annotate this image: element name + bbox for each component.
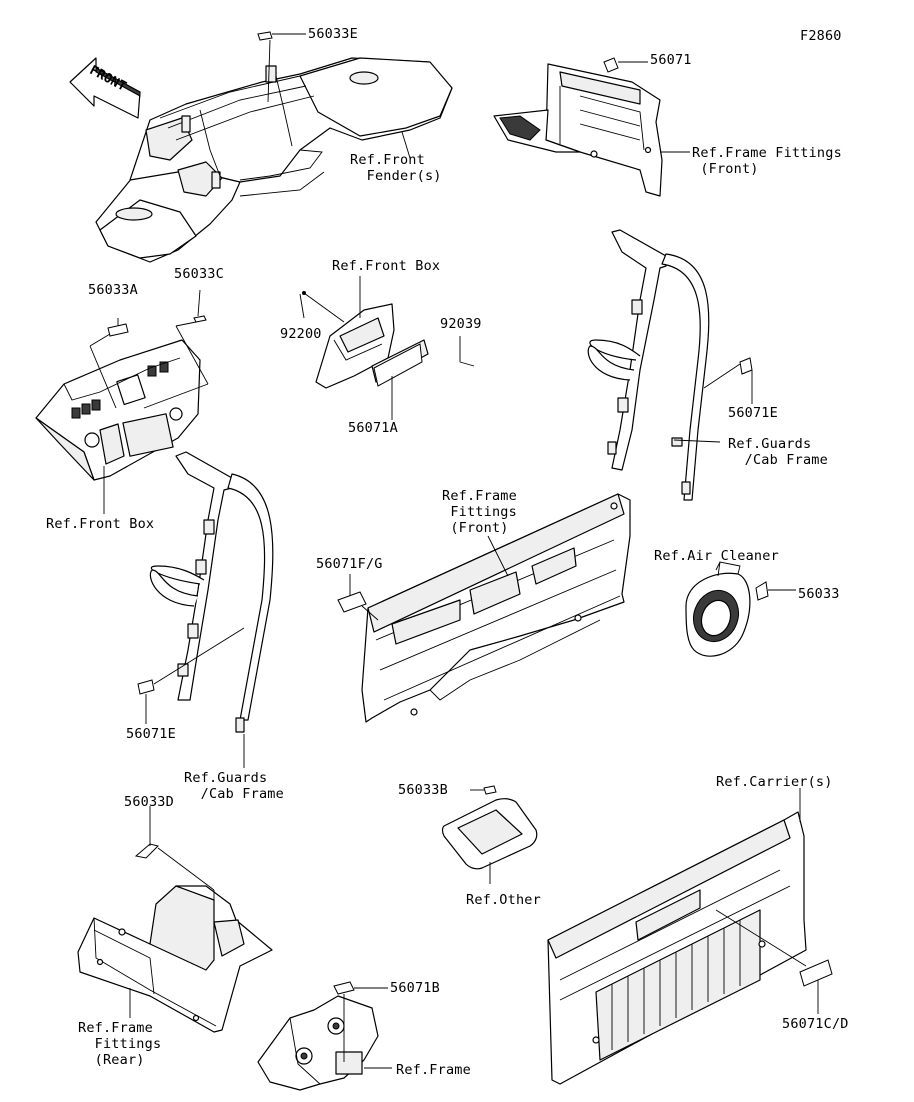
frame-fittings-rear — [77, 885, 273, 1033]
label-ref-front-fender: Ref.Front Fender(s) — [350, 152, 442, 184]
decal-56033A — [107, 323, 129, 337]
label-56071E-right: 56071E — [728, 405, 778, 421]
rops-guard-right — [587, 229, 710, 501]
carrier-tailgate — [547, 811, 807, 1085]
figure-id: F2860 — [800, 28, 842, 44]
label-ref-front-box-top: Ref.Front Box — [332, 258, 441, 274]
label-56071: 56071 — [650, 52, 692, 68]
decal-56071CD — [799, 959, 833, 987]
decal-56071FG — [337, 591, 367, 613]
decal-56033B — [483, 785, 497, 795]
label-56071E-left: 56071E — [126, 726, 176, 742]
label-ref-guards-cab-left: Ref.Guards /Cab Frame — [184, 770, 284, 802]
decal-56071B — [333, 981, 355, 995]
leader-lines — [89, 33, 819, 1069]
label-56033: 56033 — [798, 586, 840, 602]
label-ref-frame-fittings-front-top: Ref.Frame Fittings (Front) — [692, 145, 842, 177]
label-56071FG: 56071F/G — [316, 556, 383, 572]
decal-56071E-right — [739, 357, 753, 375]
label-56033D: 56033D — [124, 794, 174, 810]
label-ref-frame-fittings-rear: Ref.Frame Fittings (Rear) — [78, 1020, 162, 1068]
decal-56033E — [257, 31, 273, 41]
label-ref-other: Ref.Other — [466, 892, 541, 908]
label-ref-front-box-left: Ref.Front Box — [46, 516, 155, 532]
label-ref-frame: Ref.Frame — [396, 1062, 471, 1078]
label-92200: 92200 — [280, 326, 322, 342]
rops-guard-left — [149, 451, 274, 733]
label-56033B: 56033B — [398, 782, 448, 798]
label-56071B: 56071B — [390, 980, 440, 996]
decals — [107, 31, 833, 995]
decal-56071E-left — [137, 679, 155, 695]
decal-56071 — [603, 57, 619, 73]
air-cleaner — [685, 561, 751, 657]
front-box-dashboard — [35, 339, 201, 481]
decal-56033D — [134, 843, 159, 859]
label-56033A: 56033A — [88, 282, 138, 298]
label-92039: 92039 — [440, 316, 482, 332]
label-56033E: 56033E — [308, 26, 358, 42]
label-56071A: 56071A — [348, 420, 398, 436]
frame-lower — [257, 995, 379, 1091]
label-ref-guards-cab-right: Ref.Guards /Cab Frame — [728, 436, 828, 468]
front-direction-arrow: FRONT — [69, 57, 141, 119]
label-ref-air-cleaner: Ref.Air Cleaner — [654, 548, 779, 564]
frame-fittings-front-panel — [361, 493, 631, 723]
frame-fittings-front-top — [493, 63, 663, 197]
front-fender-assembly — [95, 57, 453, 263]
other-bezel — [441, 798, 538, 870]
front-box-tray — [315, 303, 429, 389]
label-56033C: 56033C — [174, 266, 224, 282]
label-ref-carriers: Ref.Carrier(s) — [716, 774, 833, 790]
decal-56071A — [373, 343, 423, 387]
label-56071CD: 56071C/D — [782, 1016, 849, 1032]
label-ref-frame-fittings-front-mid: Ref.Frame Fittings (Front) — [442, 488, 517, 536]
decal-56033C — [193, 315, 207, 323]
decal-56033 — [755, 581, 769, 601]
